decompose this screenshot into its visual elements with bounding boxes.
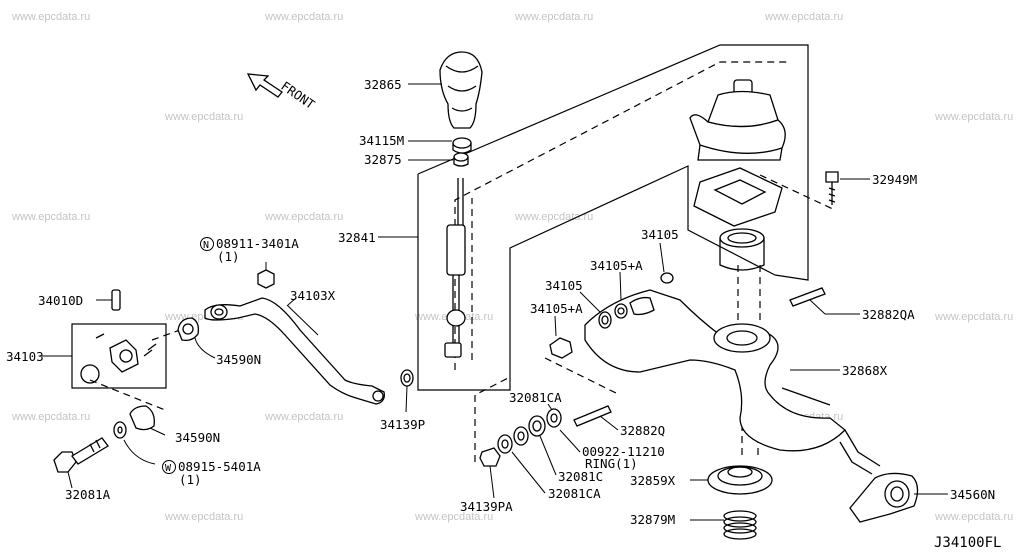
watermark: www.epcdata.ru bbox=[264, 411, 343, 423]
lower-washers bbox=[479, 403, 581, 499]
watermark: www.epcdata.ru bbox=[164, 511, 243, 523]
lower-boot bbox=[690, 465, 773, 495]
arrow-front-icon bbox=[246, 73, 283, 98]
part-label-08911: 08911-3401A bbox=[216, 236, 299, 251]
part-label-00922: 00922-11210 bbox=[582, 444, 665, 459]
part-label-32859x: 32859X bbox=[630, 473, 676, 488]
part-label-34115m: 34115M bbox=[359, 133, 404, 148]
shift-lever bbox=[378, 178, 466, 358]
watermark: www.epcdata.ru bbox=[414, 511, 493, 523]
part-label-34139p: 34139P bbox=[380, 417, 425, 432]
dash-guide-10 bbox=[89, 379, 166, 411]
dash-guide-3 bbox=[474, 376, 511, 462]
part-label-08915: 08915-5401A bbox=[178, 459, 261, 474]
part-label-34590n-upper: 34590N bbox=[216, 352, 261, 367]
part-label-34105-lower: 34105 bbox=[545, 278, 583, 293]
dash-guide-4 bbox=[544, 357, 621, 396]
part-label-32949m: 32949M bbox=[872, 172, 917, 187]
shift-boot bbox=[689, 79, 786, 161]
watermark: www.epcdata.ru bbox=[934, 511, 1013, 523]
pivot-pin-upper bbox=[789, 287, 860, 315]
assembly-outlines bbox=[89, 44, 836, 462]
dash-guide-9 bbox=[759, 174, 836, 211]
watermark: www.epcdata.ru bbox=[11, 11, 90, 23]
part-label-32081a: 32081A bbox=[65, 487, 111, 502]
part-label-08911-qty: (1) bbox=[217, 249, 240, 264]
watermark: www.epcdata.ru bbox=[264, 211, 343, 223]
control-lever bbox=[584, 289, 881, 475]
upper-box bbox=[417, 44, 809, 281]
part-label-34590n-lower: 34590N bbox=[175, 430, 220, 445]
part-label-32081ca-upper: 32081CA bbox=[509, 390, 562, 405]
watermark: www.epcdata.ru bbox=[11, 211, 90, 223]
lever-bushing bbox=[719, 228, 765, 271]
dash-guide-1 bbox=[454, 61, 790, 370]
rubber-mount bbox=[849, 472, 948, 523]
circled-n-letter: N bbox=[203, 240, 209, 251]
gasket-plate bbox=[693, 167, 783, 227]
spring-washer bbox=[113, 421, 156, 465]
knob-locknut bbox=[408, 137, 472, 154]
part-label-32868x: 32868X bbox=[842, 363, 888, 378]
part-label-32841: 32841 bbox=[338, 230, 376, 245]
rod-washer bbox=[400, 369, 414, 413]
pivot-nut bbox=[659, 242, 674, 284]
watermark: www.epcdata.ru bbox=[514, 211, 593, 223]
front-indicator: FRONT bbox=[246, 73, 318, 112]
circled-w-icon bbox=[162, 460, 176, 474]
part-label-32081ca-lower: 32081CA bbox=[548, 486, 601, 501]
part-labels: 32865 34115M 32875 32841 32949M N 08911-… bbox=[6, 77, 995, 527]
watermark: www.epcdata.ru bbox=[934, 311, 1013, 323]
pivot-pin-lower bbox=[573, 405, 619, 431]
diagram-reference: J34100FL bbox=[934, 535, 1001, 551]
part-label-32875: 32875 bbox=[364, 152, 402, 167]
joint-assembly bbox=[42, 289, 167, 389]
part-label-34105a-upper: 34105+A bbox=[590, 258, 643, 273]
rod-bushing bbox=[177, 317, 216, 359]
part-label-34103x: 34103X bbox=[290, 288, 336, 303]
part-label-08915-qty: (1) bbox=[179, 472, 202, 487]
watermark: www.epcdata.ru bbox=[264, 11, 343, 23]
hex-bolt bbox=[53, 437, 109, 489]
part-label-32879m: 32879M bbox=[630, 512, 675, 527]
lever-washers bbox=[549, 271, 655, 359]
front-label: FRONT bbox=[278, 78, 318, 112]
rod-nut bbox=[257, 262, 275, 289]
lower-bushing bbox=[129, 405, 166, 436]
part-label-34103: 34103 bbox=[6, 349, 44, 364]
lever-box bbox=[417, 165, 776, 391]
watermark: www.epcdata.ru bbox=[764, 11, 843, 23]
watermark: www.epcdata.ru bbox=[934, 111, 1013, 123]
watermark: www.epcdata.ru bbox=[514, 11, 593, 23]
part-label-32081c: 32081C bbox=[558, 469, 603, 484]
part-label-32882qa: 32882QA bbox=[862, 307, 915, 322]
gear-knob bbox=[408, 51, 483, 129]
part-label-34105a-lower: 34105+A bbox=[530, 301, 583, 316]
part-label-32882q: 32882Q bbox=[620, 423, 665, 438]
circled-w-letter: W bbox=[165, 463, 172, 474]
watermark: www.epcdata.ru bbox=[164, 111, 243, 123]
circled-n-icon bbox=[200, 237, 214, 251]
part-label-34139pa: 34139PA bbox=[460, 499, 513, 514]
part-label-32865: 32865 bbox=[364, 77, 402, 92]
part-label-ring: RING(1) bbox=[585, 456, 638, 471]
part-label-34560n: 34560N bbox=[950, 487, 995, 502]
part-label-34105-upper: 34105 bbox=[641, 227, 679, 242]
control-rod bbox=[204, 297, 385, 405]
knob-bushing bbox=[408, 152, 469, 167]
part-label-34010d: 34010D bbox=[38, 293, 83, 308]
return-spring bbox=[690, 510, 757, 540]
watermark: www.epcdata.ru bbox=[11, 411, 90, 423]
mounting-bolt bbox=[825, 171, 870, 205]
